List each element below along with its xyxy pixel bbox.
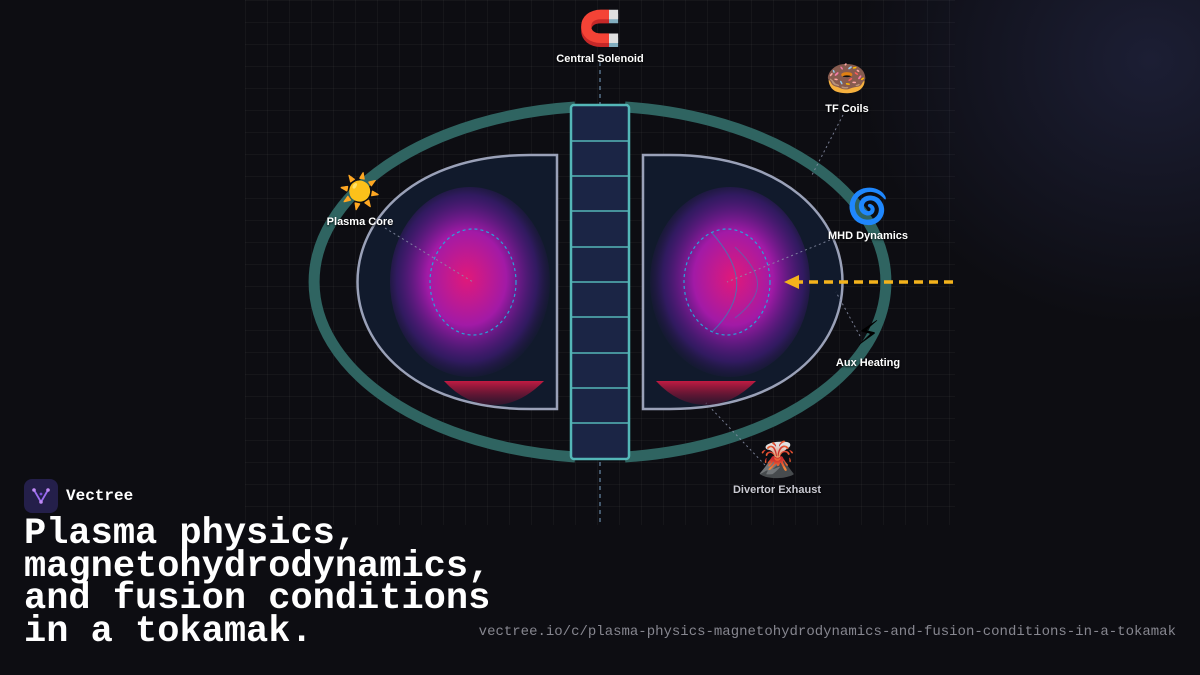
divertor-right xyxy=(656,381,756,405)
label-plasma-core: Plasma Core xyxy=(326,216,394,228)
leader-tf-coils xyxy=(811,114,844,176)
volcano-icon: 🌋 xyxy=(755,440,799,480)
label-divertor-exhaust: Divertor Exhaust xyxy=(732,484,822,496)
label-central-solenoid: Central Solenoid xyxy=(556,53,644,65)
mhd-field-line-2 xyxy=(734,246,758,319)
brand: Vectree xyxy=(24,479,133,513)
leader-plasma-core xyxy=(384,227,474,283)
lightning-icon: ⚡ xyxy=(856,314,880,354)
flux-surface-left xyxy=(429,228,517,336)
brand-name: Vectree xyxy=(66,487,134,505)
solenoid-windings xyxy=(572,140,628,424)
label-mhd-dynamics: MHD Dynamics xyxy=(827,230,909,242)
heating-beam-arrowhead xyxy=(784,275,799,289)
plasma-glow-right xyxy=(650,187,810,377)
divertor-left xyxy=(444,381,544,405)
vacuum-vessel-left xyxy=(308,101,576,463)
label-aux-heating: Aux Heating xyxy=(835,357,901,369)
leader-aux-heating xyxy=(835,291,861,337)
plasma-glow-left xyxy=(390,187,550,377)
magnet-icon: 🧲 xyxy=(578,9,622,49)
label-tf-coils: TF Coils xyxy=(825,103,869,115)
donut-icon: 🍩 xyxy=(825,59,869,99)
sun-icon: ☀️ xyxy=(338,172,382,212)
leader-mhd xyxy=(726,239,831,283)
source-url: vectree.io/c/plasma-physics-magnetohydro… xyxy=(478,624,1176,640)
flux-surface-right xyxy=(683,228,771,336)
cyclone-icon: 🌀 xyxy=(846,187,890,227)
page-title: Plasma physics, magnetohydrodynamics, an… xyxy=(24,513,491,653)
leader-divertor xyxy=(705,402,766,466)
mhd-field-line xyxy=(711,232,738,333)
vectree-logo-icon xyxy=(24,479,58,513)
